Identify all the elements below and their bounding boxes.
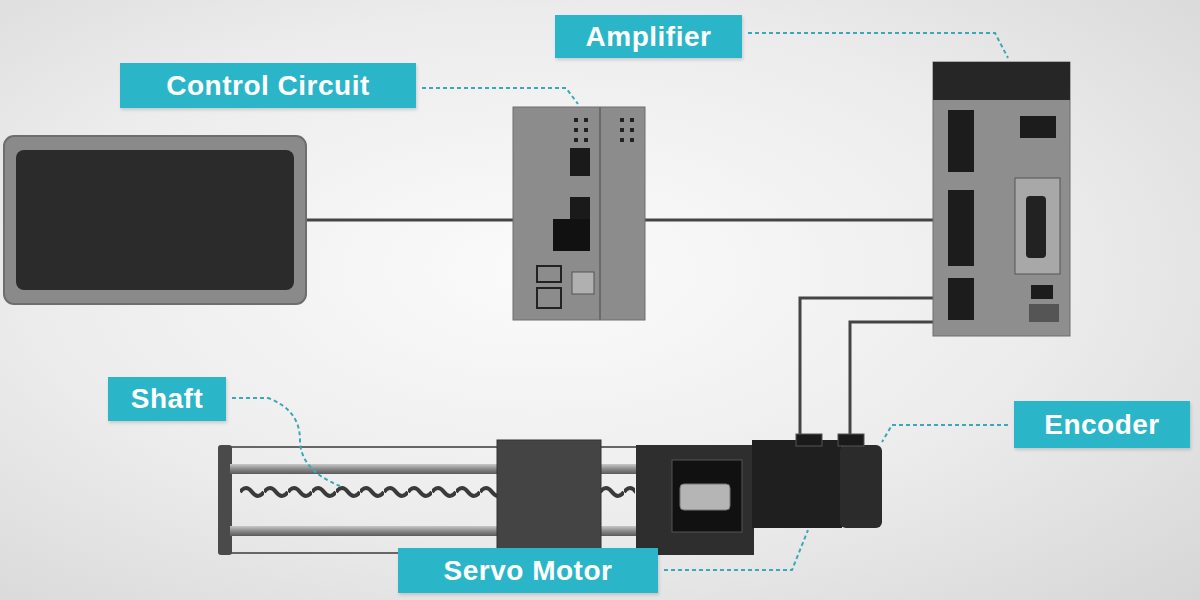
coupling-housing	[636, 445, 754, 555]
callout-label: Encoder	[1014, 401, 1190, 448]
encoder-body	[840, 445, 882, 528]
callout-text: Encoder	[1044, 409, 1160, 441]
amplifier-connector	[948, 190, 974, 266]
callout-label: Shaft	[108, 377, 226, 421]
amplifier-led	[1020, 116, 1056, 138]
controller-terminal	[537, 288, 561, 308]
callout-text: Amplifier	[586, 21, 712, 53]
controller-port	[553, 219, 590, 251]
amplifier-display	[933, 62, 1070, 100]
amplifier-body	[933, 62, 1070, 336]
controller-leds	[574, 118, 634, 142]
amplifier	[933, 62, 1070, 336]
amplifier-port	[1026, 196, 1046, 258]
motor-body	[752, 440, 842, 528]
wire	[800, 298, 935, 438]
leader-line	[882, 425, 1008, 442]
controller-port	[570, 148, 590, 176]
amplifier-switch	[1031, 285, 1053, 299]
leader-line	[664, 530, 808, 570]
callout-text: Control Circuit	[166, 70, 370, 102]
controller-button	[572, 272, 594, 294]
leader-line	[748, 33, 1008, 58]
leader-line	[422, 88, 578, 104]
motor-connector	[796, 434, 822, 446]
callout-label: Control Circuit	[120, 63, 416, 108]
carriage	[497, 440, 601, 560]
monitor-screen	[16, 150, 294, 290]
amplifier-switch	[1029, 304, 1059, 322]
coupling-window	[672, 460, 742, 532]
amplifier-port-frame	[1015, 178, 1060, 274]
encoder-connector	[838, 434, 864, 446]
monitor-frame	[4, 136, 306, 304]
monitor	[4, 136, 306, 304]
linear-actuator	[218, 440, 638, 560]
actuator-endcap	[218, 445, 232, 555]
callout-label: Servo Motor	[398, 548, 658, 593]
servo-motor-body	[636, 434, 882, 555]
coupling	[680, 484, 730, 510]
leader-lines	[232, 33, 1008, 570]
callout-text: Servo Motor	[444, 555, 613, 587]
controller	[513, 107, 645, 320]
wire	[645, 219, 935, 222]
controller-terminal	[537, 266, 561, 282]
callout-label: Amplifier	[555, 15, 742, 58]
wire	[305, 219, 513, 222]
leader-line	[232, 398, 340, 486]
controller-port	[570, 197, 590, 219]
callout-text: Shaft	[131, 383, 204, 415]
controller-body	[513, 107, 645, 320]
controller-divider	[599, 107, 601, 320]
amplifier-connector	[948, 110, 974, 172]
wire	[850, 322, 935, 438]
amplifier-connector	[948, 278, 974, 320]
